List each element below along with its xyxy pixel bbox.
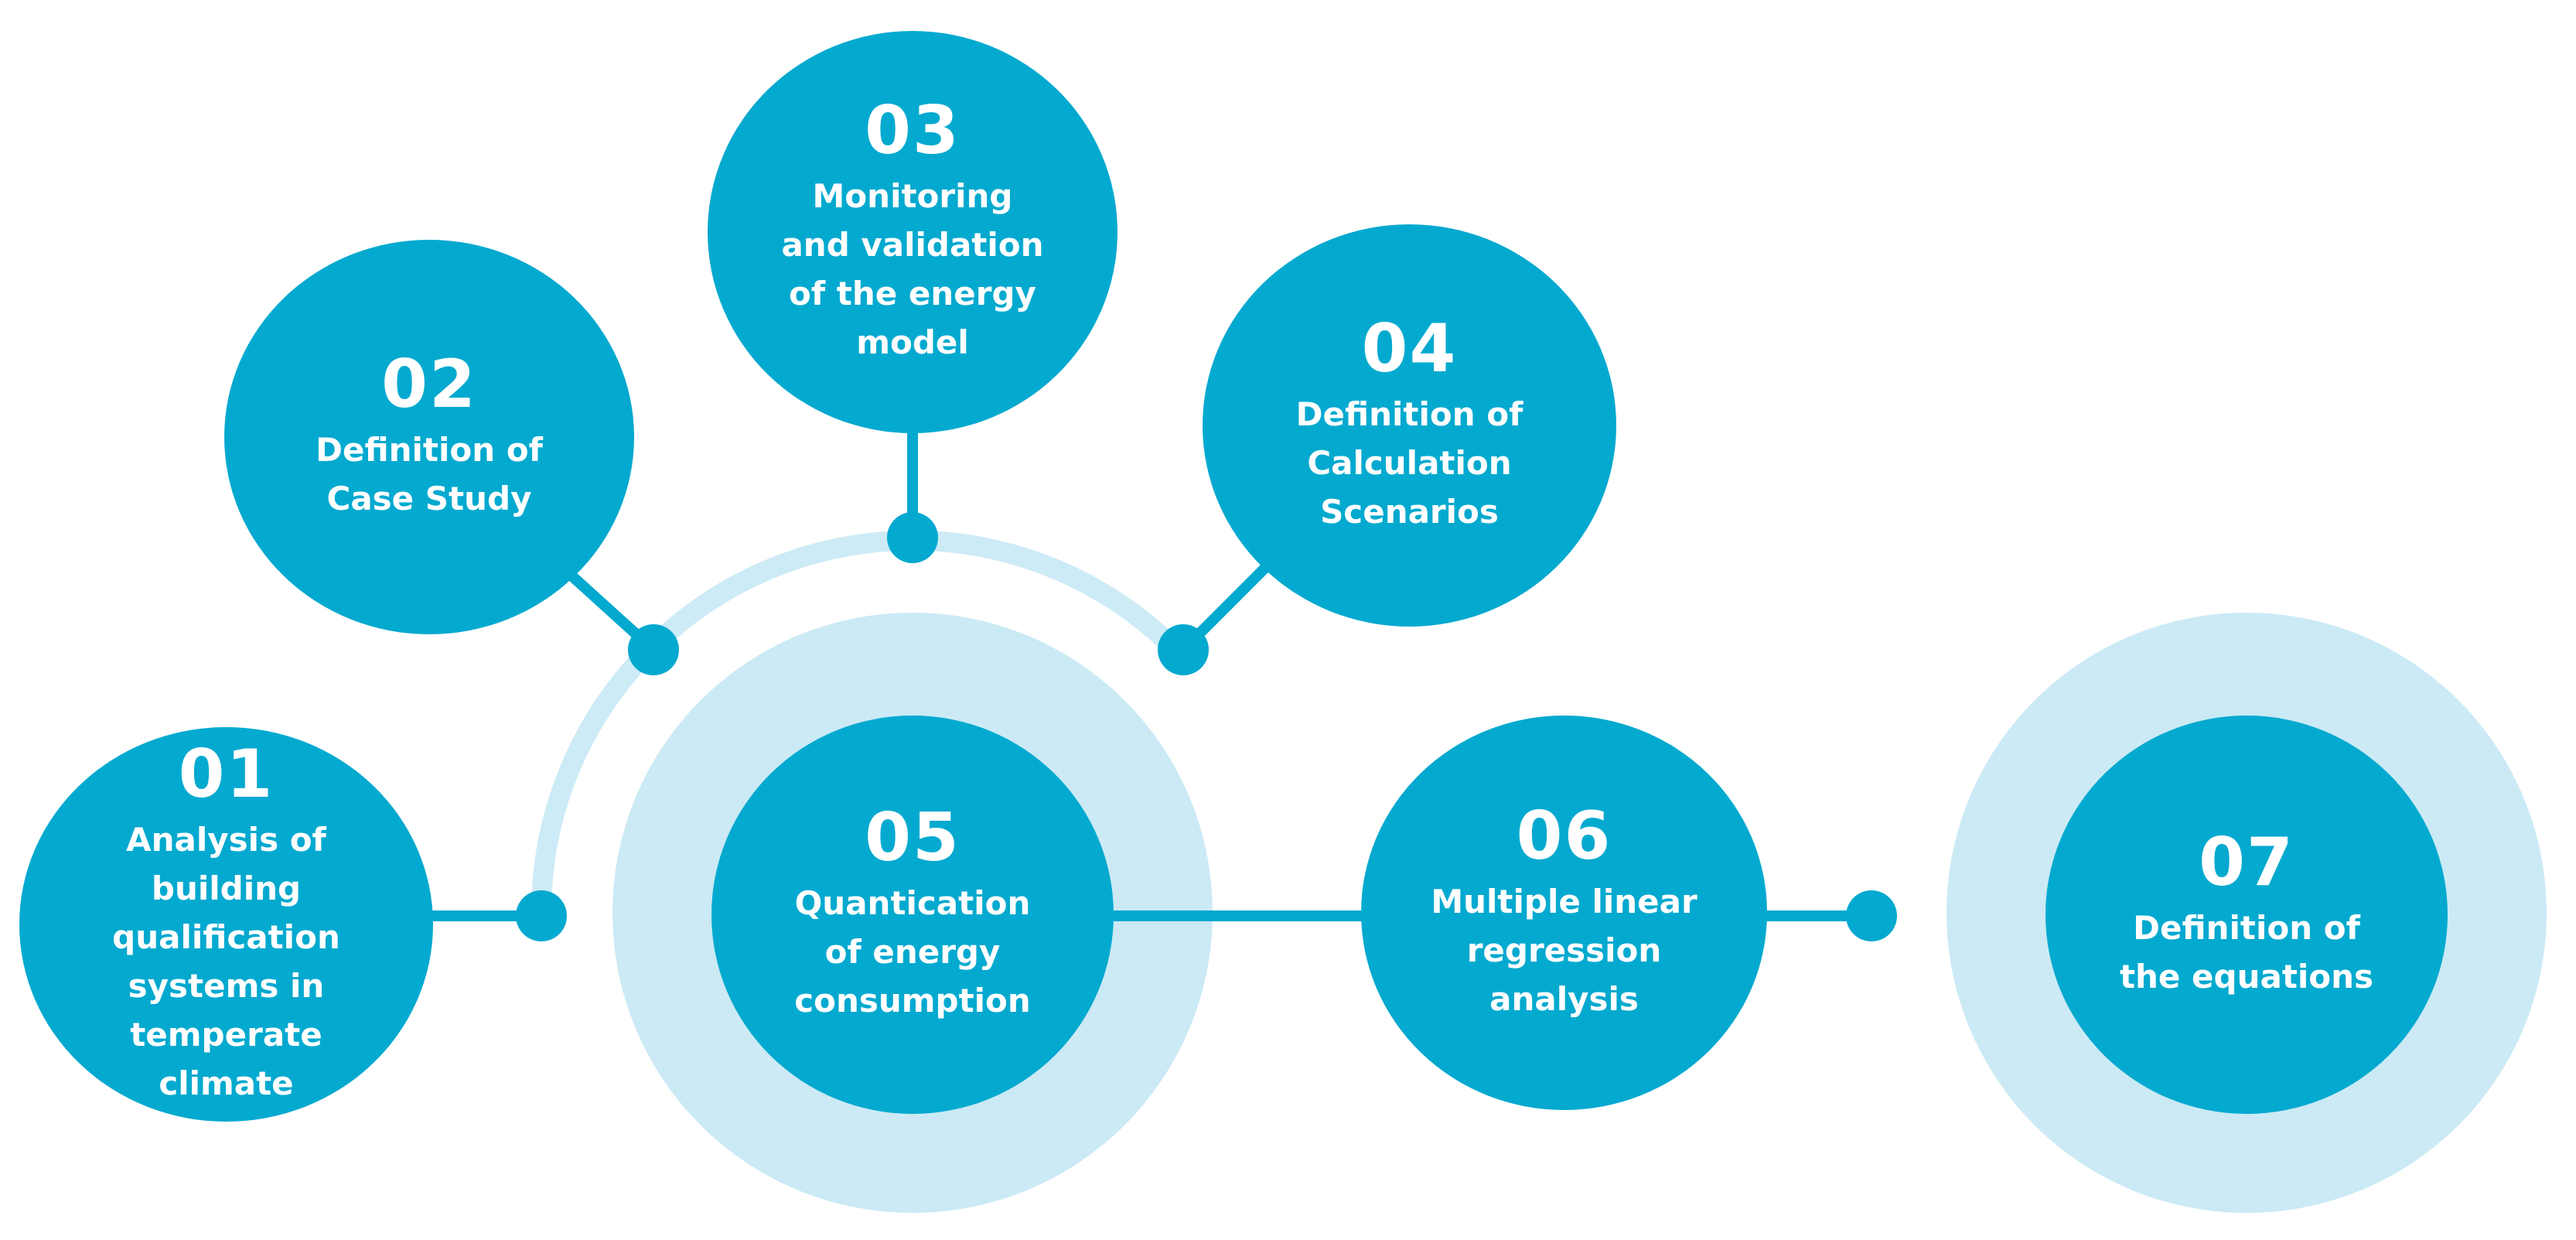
connector-dot-07 — [1846, 890, 1897, 941]
step-07-text: Definition of the equations — [2120, 904, 2373, 1001]
step-04-text: Definition of Calculation Scenarios — [1296, 390, 1523, 536]
connector-dot-02 — [628, 624, 679, 675]
step-01-line-6: climate — [159, 1064, 294, 1102]
step-04-line-3: Scenarios — [1320, 492, 1499, 531]
step-01: 01 Analysis of building qualification sy… — [19, 727, 433, 1122]
step-06-number: 06 — [1516, 797, 1612, 875]
step-06-line-2: regression — [1466, 931, 1662, 969]
step-02-line-1: Definition of — [316, 431, 543, 469]
step-05: 05 Quantication of energy consumption — [711, 716, 1114, 1114]
step-01-number: 01 — [178, 736, 275, 813]
step-06-text: Multiple linear regression analysis — [1431, 877, 1697, 1023]
step-02: 02 Definition of Case Study — [224, 240, 634, 634]
step-06-line-1: Multiple linear — [1431, 882, 1697, 921]
step-01-line-2: building — [151, 869, 302, 907]
step-03-line-3: of the energy — [789, 275, 1036, 313]
step-01-text: Analysis of building qualification syste… — [112, 815, 340, 1108]
step-04-line-2: Calculation — [1307, 443, 1512, 482]
connector-arc — [531, 530, 1186, 926]
step-01-line-4: systems in — [128, 967, 325, 1005]
step-03-line-1: Monitoring — [812, 177, 1013, 215]
connector-dot-03 — [887, 512, 938, 563]
step-05-number: 05 — [865, 799, 960, 876]
step-06-line-3: analysis — [1489, 979, 1639, 1018]
step-01-line-1: Analysis of — [126, 821, 326, 859]
step-02-text: Definition of Case Study — [316, 425, 543, 523]
step-07-line-2: the equations — [2119, 957, 2374, 996]
step-03-line-4: model — [856, 323, 969, 361]
step-07-number: 07 — [2199, 823, 2295, 901]
connector-dot-04 — [1158, 624, 1209, 675]
connector-dot-01 — [516, 890, 567, 941]
step-04: 04 Definition of Calculation Scenarios — [1203, 224, 1616, 627]
step-01-line-5: temperate — [130, 1016, 322, 1054]
step-03-text: Monitoring and validation of the energy … — [781, 172, 1043, 367]
step-02-number: 02 — [381, 346, 477, 423]
step-04-line-1: Definition of — [1295, 395, 1523, 433]
step-05-text: Quantication of energy consumption — [794, 879, 1031, 1025]
step-03-number: 03 — [865, 92, 960, 169]
step-01-line-3: qualification — [112, 918, 340, 956]
step-06: 06 Multiple linear regression analysis — [1361, 716, 1767, 1110]
step-03: 03 Monitoring and validation of the ener… — [708, 31, 1117, 433]
step-04-number: 04 — [1361, 309, 1458, 388]
step-05-line-3: consumption — [794, 982, 1031, 1020]
step-05-line-1: Quantication — [794, 884, 1031, 922]
step-05-line-2: of energy — [824, 933, 1001, 971]
step-03-line-2: and validation — [781, 226, 1044, 264]
step-02-line-2: Case Study — [326, 480, 532, 518]
step-07-line-1: Definition of — [2133, 908, 2360, 947]
step-07: 07 Definition of the equations — [2045, 716, 2448, 1114]
